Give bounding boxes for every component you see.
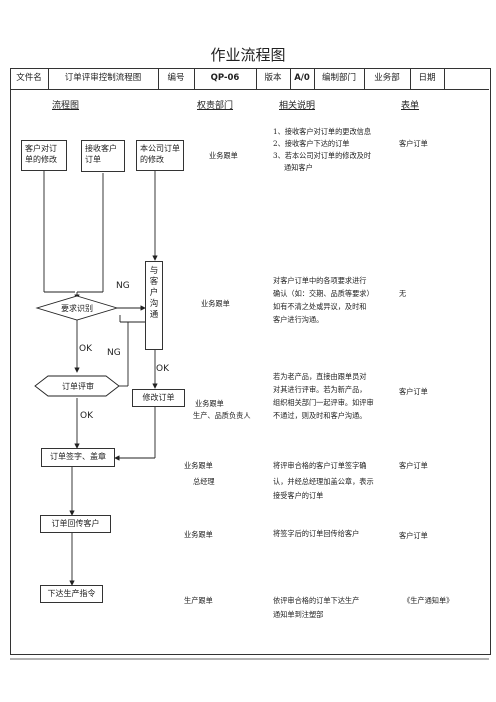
version-value: A/0 [290,68,315,89]
row3-explain-1: 若为老产品，直接由跟单员对 [273,372,367,381]
ok-label-1: OK [79,344,92,354]
row3-dept: 业务跟单 [195,399,224,408]
order-review-shape [34,375,120,397]
row4-explain-2: 认，并经总经理加盖公章，表示 [273,477,374,486]
version-label: 版本 [256,68,291,89]
dept-label: 编制部门 [314,68,365,89]
receive-order-box: 接收客户订单 [81,140,125,172]
ng-label-2: NG [107,348,121,358]
row4-explain-3: 接受客户的订单 [273,491,324,500]
row2-explain-3: 如有不清之处或异议，及时和 [273,302,367,311]
customer-change-box: 客户对订单的修改 [21,140,67,171]
header-row: 文件名 订单评审控制流程图 编号 QP-06 版本 A/0 编制部门 业务部 日… [10,68,489,90]
explanation-column-heading: 相关说明 [279,101,316,111]
row2-explain-1: 对客户订单中的各项要求进行 [273,276,367,285]
requirement-check-diamond [35,295,119,321]
row1-explain-3: 3、若本公司对订单的修改及时 [273,151,372,160]
production-order-box: 下达生产指令 [40,585,103,603]
order-review-label: 订单评审 [62,382,94,391]
code-label: 编号 [158,68,195,89]
file-name-label: 文件名 [10,68,49,89]
dept-value: 业务部 [364,68,411,89]
row3-dept2: 生产、品质负责人 [193,411,251,420]
row2-explain-2: 确认（如：交期、品质等要求） [273,289,374,298]
row3-explain-3: 组织相关部门一起评审。如评审 [273,398,374,407]
row6-dept: 生产跟单 [184,596,213,605]
row5-dept: 业务跟单 [184,530,213,539]
communicate-box: 与客户沟通 [145,261,163,350]
row4-dept: 业务跟单 [184,461,213,470]
file-name-value: 订单评审控制流程图 [48,68,159,89]
row6-form: 《生产通知单》 [403,596,454,605]
row5-form: 客户订单 [399,531,428,540]
row4-explain-1: 将评审合格的客户订单签字确 [273,461,367,470]
responsible-column-heading: 权责部门 [197,101,234,111]
row1-explain-1: 1、接收客户对订单的更改信息 [273,127,372,136]
date-label: 日期 [410,68,445,89]
modify-order-box: 修改订单 [132,389,185,407]
row6-explain-2: 通知单到注塑部 [273,610,324,619]
row4-form: 客户订单 [399,461,428,470]
row1-form: 客户订单 [399,139,428,148]
requirement-check-label: 要求识别 [61,304,93,313]
row3-explain-2: 对其进行评审。若为新产品， [273,385,367,394]
row4-dept2: 总经理 [193,477,215,486]
forms-column-heading: 表单 [401,101,420,111]
row1-dept: 业务跟单 [209,151,238,160]
ok-label-2: OK [156,364,169,374]
row5-explain-1: 将签字后的订单回传给客户 [273,529,360,538]
flow-column-heading: 流程图 [52,101,80,111]
row2-form: 无 [399,289,407,298]
code-value: QP-06 [194,68,257,89]
company-change-box: 本公司订单的修改 [136,140,184,171]
ok-label-3: OK [80,411,93,421]
row1-explain-2: 2、接收客户下达的订单 [273,139,350,148]
ng-label-1: NG [116,281,130,291]
return-order-box: 订单回传客户 [40,515,111,533]
row3-explain-4: 不通过，则及时和客户沟通。 [273,411,367,420]
row3-form: 客户订单 [399,387,428,396]
document-frame [10,68,491,655]
row6-explain-1: 依评审合格的订单下达生产 [273,596,360,605]
page-title: 作业流程图 [210,46,286,64]
row2-dept: 业务跟单 [201,299,230,308]
row1-explain-4: 通知客户 [284,163,313,172]
row2-explain-4: 客户进行沟通。 [273,315,324,324]
sign-stamp-box: 订单签字、盖章 [41,448,115,467]
